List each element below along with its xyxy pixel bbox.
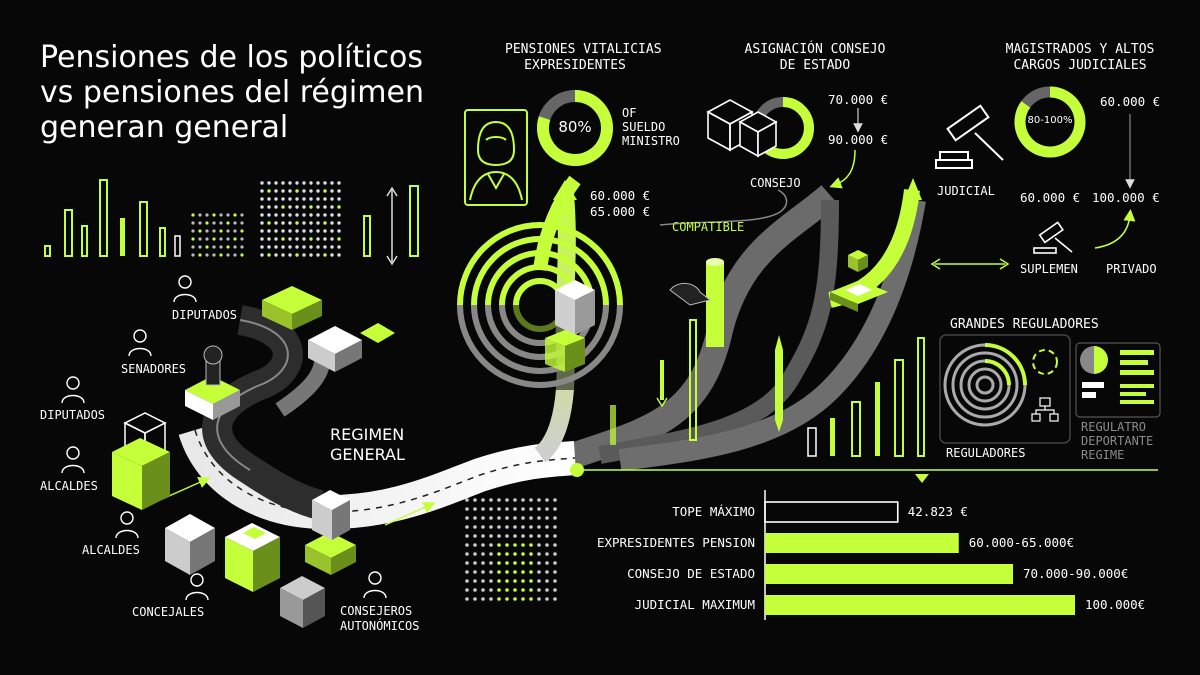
privado-label: PRIVADO [1106,262,1157,276]
side-line-1: REGULATRO [1081,420,1147,434]
note-line-3: MINISTRO [622,134,680,148]
expresidentes-donut [537,90,613,166]
bar-value-3: 100.000€ [1085,597,1146,612]
decor-bars-mid [363,185,419,266]
judicial-value-left: 60.000 € [1020,190,1081,205]
expresidentes-donut-label: 80% [558,118,592,136]
title-line-1: Pensiones de los políticos [40,40,423,75]
title-line-2: vs pensiones del régimen [40,75,424,110]
expresidentes-arrow [533,175,581,271]
side-line-2: DEPORTANTE [1081,434,1154,448]
decor-bars-left [44,179,181,257]
regimen-line-1: REGIMEN [330,425,405,444]
page-title: Pensiones de los políticos vs pensiones … [40,40,424,145]
judicial-header: MAGISTRADOS Y ALTOS CARGOS JUDICIALES [995,42,1165,74]
regimen-general-label: REGIMEN GENERAL [330,425,405,465]
side-line-3: REGIME [1081,448,1125,462]
pillar [706,258,783,432]
person-icons [61,275,387,601]
actor-alcaldes-1: ALCALDES [40,479,98,493]
decor-dot-grid [191,181,557,601]
judicial-header-line-2: CARGOS JUDICIALES [1013,58,1147,73]
expresidentes-value-1: 60.000 € [590,188,651,203]
regimen-line-2: GENERAL [330,445,405,464]
consejeros-line-1: CONSEJEROS [340,604,413,618]
consejo-value-top: 70.000 € [828,92,889,107]
bar-2 [765,564,1013,584]
expresidentes-header-line-1: PENSIONES VITALICIAS [505,42,662,57]
note-line-2: SUELDO [622,120,666,134]
actor-diputados-top: DIPUTADOS [172,308,238,322]
bar-value-1: 60.000-65.000€ [968,535,1075,550]
expresidentes-note: OF SUELDO MINISTRO [622,106,680,148]
bar-label-0: TOPE MÁXIMO [672,504,755,519]
iso-blocks [112,286,395,628]
actor-concejales: CONCEJALES [132,605,205,619]
bar-value-2: 70.000-90.000€ [1023,566,1129,581]
consejo-header: ASIGNACIÓN CONSEJO DE ESTADO [735,42,895,74]
woman-bust-icon [464,109,528,206]
connector-arrows [159,108,1136,526]
decor-bars-right [807,337,925,457]
note-line-1: OF [622,106,637,120]
bar-label-2: CONSEJO DE ESTADO [627,566,755,581]
bar-3 [765,595,1075,615]
consejo-header-line-1: ASIGNACIÓN CONSEJO [744,42,886,57]
decor-bars-center [610,319,697,445]
reguladores-graphic [939,334,1161,444]
actor-consejeros: CONSEJEROS AUTONÓMICOS [340,604,419,634]
title-line-3: generan general [40,110,289,145]
compatible-label: COMPATIBLE [672,220,745,234]
comparison-bar-chart [764,490,1075,620]
reguladores-header: GRANDES REGULADORES [950,317,1099,332]
consejeros-line-2: AUTONÓMICOS [340,619,420,633]
consejo-label: CONSEJO [750,176,801,190]
consejo-header-line-2: DE ESTADO [779,58,851,73]
expresidentes-value-2: 65.000 € [590,204,651,219]
actor-senadores: SENADORES [121,362,187,376]
judicial-blocks [830,250,888,312]
expresidentes-header-line-2: EXPRESIDENTES [524,58,626,73]
bar-value-0: 42.823 € [907,504,968,519]
bar-label-1: EXPRESIDENTES PENSION [596,535,755,550]
judicial-value-top: 60.000 € [1100,94,1161,109]
judicial-donut-label: 80-100% [1027,115,1073,126]
judicial-value-right: 100.000 € [1092,190,1160,205]
expresidentes-header: PENSIONES VITALICIAS EXPRESIDENTES [505,42,662,74]
suplemen-label: SUPLEMEN [1020,262,1078,276]
bar-1 [765,533,959,553]
reguladores-side-label: REGULATRO DEPORTANTE REGIME [1081,420,1153,462]
judicial-donut [1014,86,1086,158]
bar-0 [764,501,899,523]
roads [178,178,926,530]
cube-stack-icon [706,99,778,158]
small-gavel-icon [1033,221,1073,254]
actor-diputados: DIPUTADOS [40,408,106,422]
gavel-icon [935,104,1004,169]
reguladores-label: REGULADORES [946,446,1026,460]
bar-label-3: JUDICIAL MAXIMUM [634,597,755,612]
baseline [570,463,1158,483]
judicial-header-line-1: MAGISTRADOS Y ALTOS [1005,42,1155,57]
consejo-value-bottom: 90.000 € [828,132,889,147]
person-silhouette [669,283,712,306]
judicial-label: JUDICIAL [937,184,995,198]
actor-alcaldes-2: ALCALDES [82,543,140,557]
